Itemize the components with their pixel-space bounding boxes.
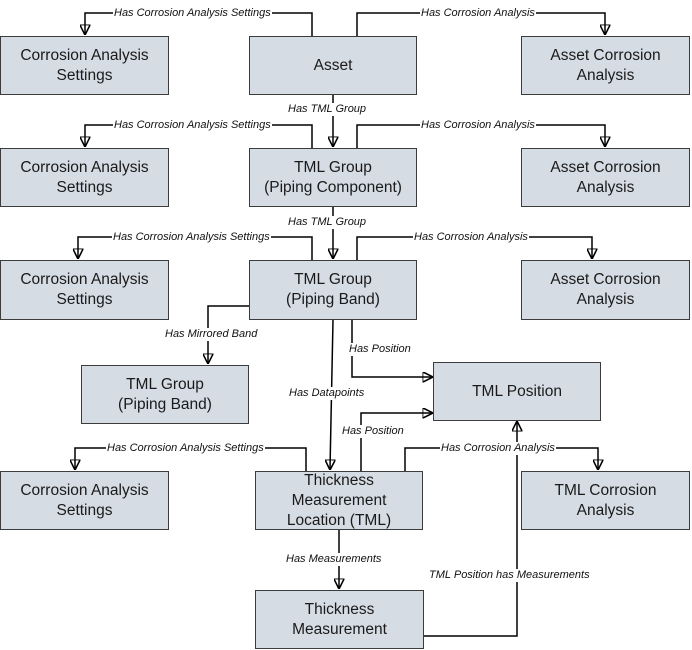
edge-tm-pos xyxy=(424,422,517,637)
node-line: Thickness xyxy=(304,471,374,489)
node-line: TML Group xyxy=(126,375,204,393)
node-thickness-measurement[interactable]: Thickness Measurement xyxy=(255,590,424,649)
node-line: Asset Corrosion xyxy=(550,158,661,176)
node-line: Asset xyxy=(313,56,353,74)
node-asset-corrosion-analysis-2[interactable]: Asset Corrosion Analysis xyxy=(521,148,690,207)
edge-label-tmlpb-mirror: Has Mirrored Band xyxy=(164,328,259,341)
node-line: Analysis xyxy=(576,178,635,196)
node-line: Analysis xyxy=(576,291,635,308)
edge-label-tml-pos: Has Position xyxy=(341,425,405,438)
node-asset-corrosion-analysis-3[interactable]: Asset Corrosion Analysis xyxy=(521,260,690,320)
node-line: Analysis xyxy=(576,66,635,84)
edge-label-tmlpb-pos: Has Position xyxy=(348,343,412,356)
node-line: Settings xyxy=(56,291,113,308)
edge-label-tmlpb-tml: Has Datapoints xyxy=(288,387,366,400)
node-line: Settings xyxy=(56,178,113,196)
node-line: Corrosion Analysis xyxy=(20,46,149,64)
edge-tmlpb-pos xyxy=(351,320,432,377)
node-line: Corrosion Analysis xyxy=(20,271,149,288)
edge-label-tm-pos: TML Position has Measurements xyxy=(428,569,591,582)
node-line: Thickness xyxy=(304,600,375,618)
node-line: Settings xyxy=(56,66,113,84)
node-corrosion-analysis-settings-1[interactable]: Corrosion Analysis Settings xyxy=(0,36,169,95)
node-line: Asset Corrosion xyxy=(550,271,661,288)
node-tml-group-piping-band-mirror[interactable]: TML Group (Piping Band) xyxy=(81,365,249,424)
edge-label-tmlpb-aca3: Has Corrosion Analysis xyxy=(413,231,529,244)
node-line: Asset Corrosion xyxy=(550,46,661,64)
node-corrosion-analysis-settings-2[interactable]: Corrosion Analysis Settings xyxy=(0,148,169,207)
node-line: (Piping Band) xyxy=(286,291,380,308)
node-line: Corrosion Analysis xyxy=(20,481,149,499)
edge-tml-pos xyxy=(360,413,432,471)
node-thickness-measurement-location[interactable]: Thickness Measurement Location (TML) xyxy=(255,471,423,530)
node-line: TML Corrosion xyxy=(554,481,657,499)
node-asset-corrosion-analysis-1[interactable]: Asset Corrosion Analysis xyxy=(521,36,690,95)
edge-label-tmlpc-aca2: Has Corrosion Analysis xyxy=(420,119,536,132)
node-tml-corrosion-analysis[interactable]: TML Corrosion Analysis xyxy=(521,471,690,530)
node-line: Measurement xyxy=(292,620,387,638)
edge-label-tmlpc-cas2: Has Corrosion Analysis Settings xyxy=(113,119,272,132)
node-tml-group-piping-component[interactable]: TML Group (Piping Component) xyxy=(249,148,417,207)
node-tml-group-piping-band[interactable]: TML Group (Piping Band) xyxy=(249,260,417,320)
node-line: Corrosion Analysis xyxy=(20,158,149,176)
edge-label-asset-cas1: Has Corrosion Analysis Settings xyxy=(113,7,272,20)
node-line: Analysis xyxy=(576,501,635,519)
edge-label-tmlpc-tmlpb: Has TML Group xyxy=(287,216,368,229)
node-line: Measurement xyxy=(291,491,387,509)
node-line: (Piping Component) xyxy=(264,178,402,196)
edge-label-asset-aca1: Has Corrosion Analysis xyxy=(420,7,536,20)
node-line: TML Group xyxy=(294,271,372,288)
edge-label-tmlpb-cas3: Has Corrosion Analysis Settings xyxy=(112,231,271,244)
node-line: (Piping Band) xyxy=(118,395,212,413)
node-corrosion-analysis-settings-4[interactable]: Corrosion Analysis Settings xyxy=(0,471,169,530)
node-line: Settings xyxy=(56,501,113,519)
node-corrosion-analysis-settings-3[interactable]: Corrosion Analysis Settings xyxy=(0,260,169,320)
edge-label-tml-cas4: Has Corrosion Analysis Settings xyxy=(106,442,265,455)
edge-tmlpb-mirror xyxy=(208,305,250,363)
edge-label-asset-tmlpc: Has TML Group xyxy=(287,103,368,116)
node-line: TML Position xyxy=(472,382,562,400)
node-asset[interactable]: Asset xyxy=(249,36,417,95)
edge-label-tml-tmlca: Has Corrosion Analysis xyxy=(440,442,556,455)
node-line: TML Group xyxy=(294,158,372,176)
node-tml-position[interactable]: TML Position xyxy=(433,362,601,421)
node-line: Location (TML) xyxy=(286,511,392,529)
edge-label-tml-tm: Has Measurements xyxy=(285,553,383,566)
